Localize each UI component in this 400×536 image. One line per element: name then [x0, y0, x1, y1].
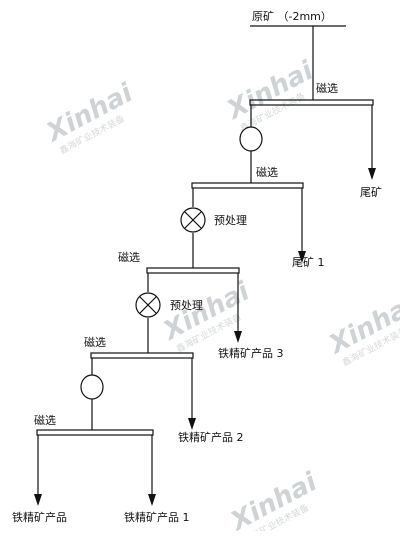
mag-sep-5-label: 磁选 — [34, 414, 56, 427]
pretreatment-2-label: 预处理 — [170, 299, 203, 312]
tailings-1-label: 尾矿 1 — [292, 256, 325, 269]
arrowhead — [34, 494, 42, 506]
process-nodes — [80, 126, 263, 400]
arrowhead — [188, 418, 196, 430]
mag-sep-1-label: 磁选 — [316, 82, 338, 95]
mag-separator-2 — [191, 182, 304, 189]
arrowhead — [368, 168, 376, 180]
mag-sep-4-label: 磁选 — [84, 336, 106, 349]
grinding-node-2 — [80, 374, 104, 400]
pretreatment-1-label: 预处理 — [214, 214, 247, 227]
iron-conc-3-label: 铁精矿产品 3 — [218, 346, 284, 360]
mag-separator-5 — [36, 429, 154, 436]
iron-conc-final-label: 铁精矿产品 — [12, 510, 67, 524]
iron-conc-1-label: 铁精矿产品 1 — [124, 510, 190, 524]
iron-conc-2-label: 铁精矿产品 2 — [178, 430, 244, 444]
pretreatment-cross-icon — [139, 296, 157, 314]
mag-sep-3-label: 磁选 — [118, 251, 140, 264]
mag-sep-2-label: 磁选 — [256, 166, 278, 179]
feed-label: 原矿 （-2mm） — [252, 10, 332, 23]
arrowheads — [34, 168, 376, 506]
labels: 原矿 （-2mm） 磁选 尾矿 磁选 预处理 尾矿 1 磁选 预处理 铁精矿产品… — [12, 10, 382, 524]
grinding-node-1 — [239, 126, 263, 152]
watermark-group: Xinhai 鑫海矿业技术装备 Xinhai 鑫海矿业技术装备 Xinhai 鑫… — [40, 55, 400, 536]
arrowhead — [148, 494, 156, 506]
arrowhead — [298, 251, 306, 263]
mag-separator-1 — [249, 99, 374, 106]
mag-separator-3 — [146, 267, 240, 274]
arrowhead — [234, 331, 242, 343]
mag-separator-4 — [90, 352, 194, 359]
tailings-label: 尾矿 — [360, 186, 382, 199]
pretreatment-cross-icon — [184, 211, 202, 229]
flow-lines — [36, 25, 374, 496]
